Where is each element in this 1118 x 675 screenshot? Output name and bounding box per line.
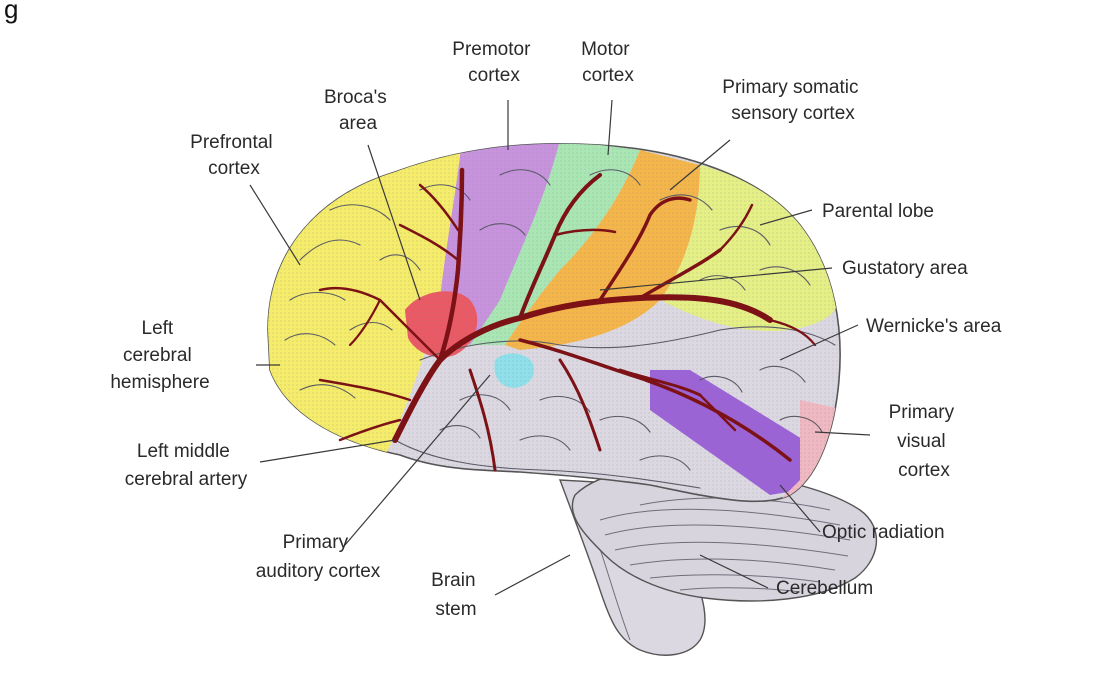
label-brocas-area: Broca's area (324, 87, 392, 134)
label-prefrontal-cortex: Prefrontal cortex (190, 132, 278, 179)
label-optic-radiation: Optic radiation (822, 522, 945, 543)
label-left-middle-cerebral-artery: Left middle cerebral artery (125, 441, 248, 490)
label-gustatory-area: Gustatory area (842, 258, 968, 279)
label-wernickes-area: Wernicke's area (866, 316, 1002, 337)
label-premotor-cortex: Premotor cortex (452, 39, 535, 86)
label-parental-lobe: Parental lobe (822, 201, 934, 222)
label-primary-somatic-sensory-cortex: Primary somatic sensory cortex (722, 77, 863, 124)
label-brain-stem: Brain stem (431, 570, 481, 620)
label-motor-cortex: Motor cortex (581, 39, 635, 86)
cortical-regions (250, 130, 870, 510)
label-primary-visual-cortex: Primary visual cortex (889, 402, 960, 481)
label-cerebellum: Cerebellum (776, 578, 873, 599)
label-primary-auditory-cortex: Primary auditory cortex (256, 532, 381, 582)
label-left-cerebral-hemisphere: Left cerebral hemisphere (110, 318, 209, 393)
